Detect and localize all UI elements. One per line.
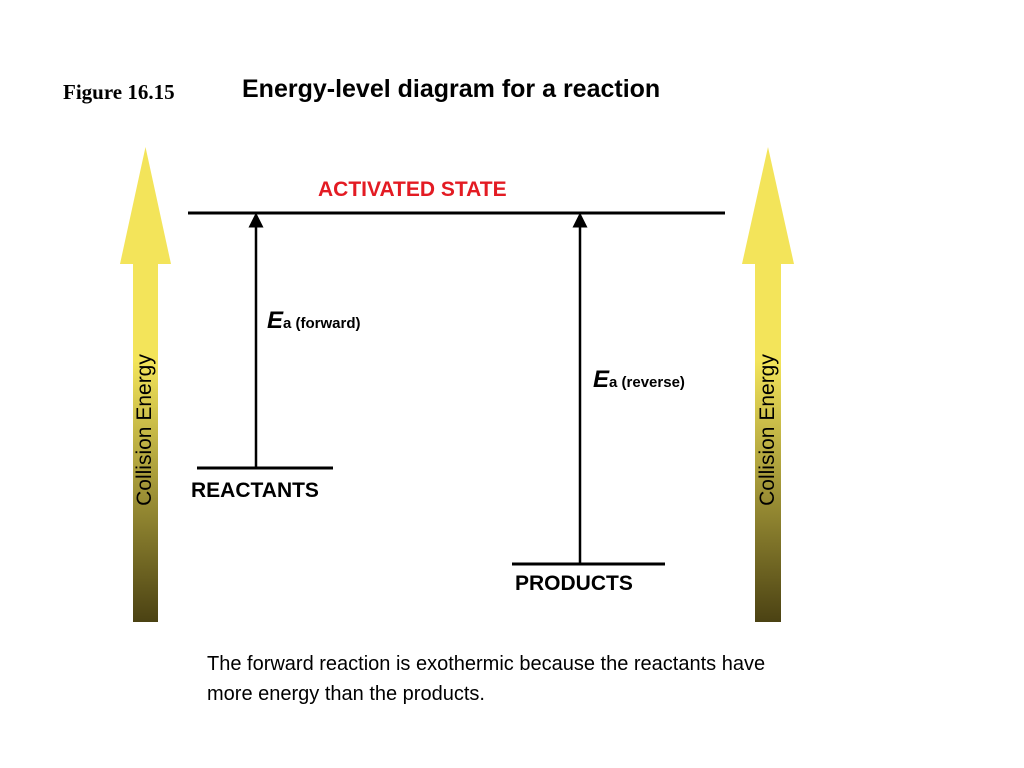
left-collision-energy-label: Collision Energy — [133, 354, 156, 506]
figure-label: Figure 16.15 — [63, 80, 175, 104]
ea-forward-symbol: E — [267, 307, 284, 334]
ea-forward-label: Ea (forward) — [267, 307, 361, 335]
figure-caption: The forward reaction is exothermic becau… — [207, 653, 766, 705]
right-collision-energy-label: Collision Energy — [756, 354, 779, 506]
left-collision-energy-arrow — [120, 147, 171, 622]
products-label: PRODUCTS — [515, 572, 633, 595]
ea-reverse-symbol: E — [593, 366, 610, 393]
figure-title: Energy-level diagram for a reaction — [242, 75, 661, 103]
right-collision-energy-arrow — [742, 147, 794, 622]
ea-reverse-subscript: a (reverse) — [609, 374, 685, 391]
activated-state-label: ACTIVATED STATE — [318, 178, 507, 201]
reactants-label: REACTANTS — [191, 479, 319, 502]
ea-reverse-label: Ea (reverse) — [593, 366, 685, 394]
ea-forward-subscript: a (forward) — [283, 315, 361, 332]
